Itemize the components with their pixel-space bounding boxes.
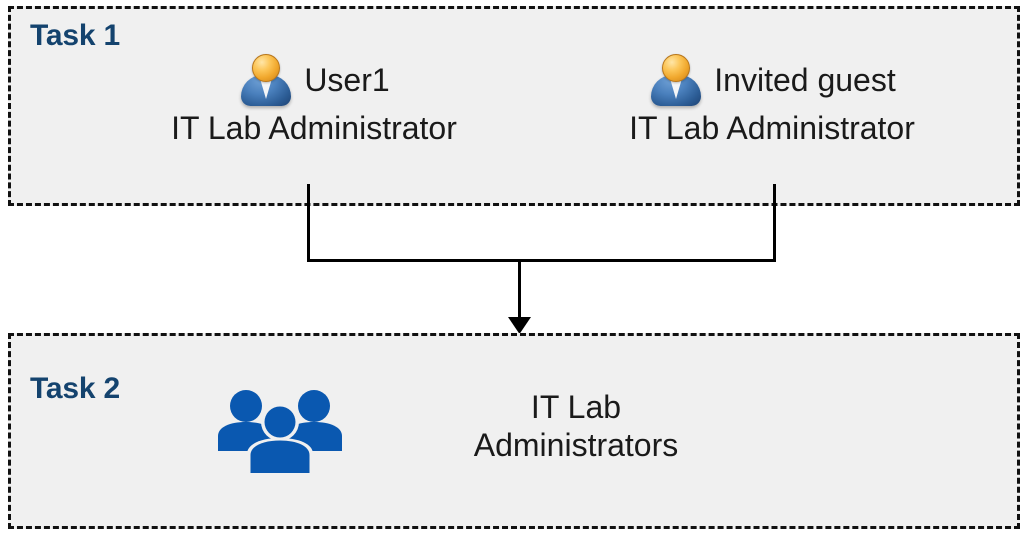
person-entry-invited-guest: Invited guest IT Lab Administrator bbox=[596, 52, 948, 144]
person-header-invited-guest: Invited guest bbox=[596, 52, 948, 108]
user-person-icon bbox=[238, 53, 294, 107]
group-name-line-2: Administrators bbox=[473, 427, 679, 463]
person-header-user1: User1 bbox=[138, 52, 490, 108]
group-name-label: IT Lab Administrators bbox=[382, 388, 770, 464]
task-1-label: Task 1 bbox=[30, 19, 120, 52]
person-role-invited-guest: IT Lab Administrator bbox=[629, 110, 915, 146]
task-1-box bbox=[8, 6, 1020, 206]
person-name-user1: User1 bbox=[304, 62, 390, 98]
person-role-user1: IT Lab Administrator bbox=[171, 110, 457, 146]
user-group-icon bbox=[218, 390, 342, 474]
group-name-line-1: IT Lab bbox=[530, 389, 622, 425]
task-2-label: Task 2 bbox=[30, 372, 120, 405]
person-name-invited-guest: Invited guest bbox=[714, 62, 896, 98]
person-entry-user1: User1 IT Lab Administrator bbox=[138, 52, 490, 144]
task-2-box bbox=[8, 333, 1020, 529]
user-person-icon bbox=[648, 53, 704, 107]
